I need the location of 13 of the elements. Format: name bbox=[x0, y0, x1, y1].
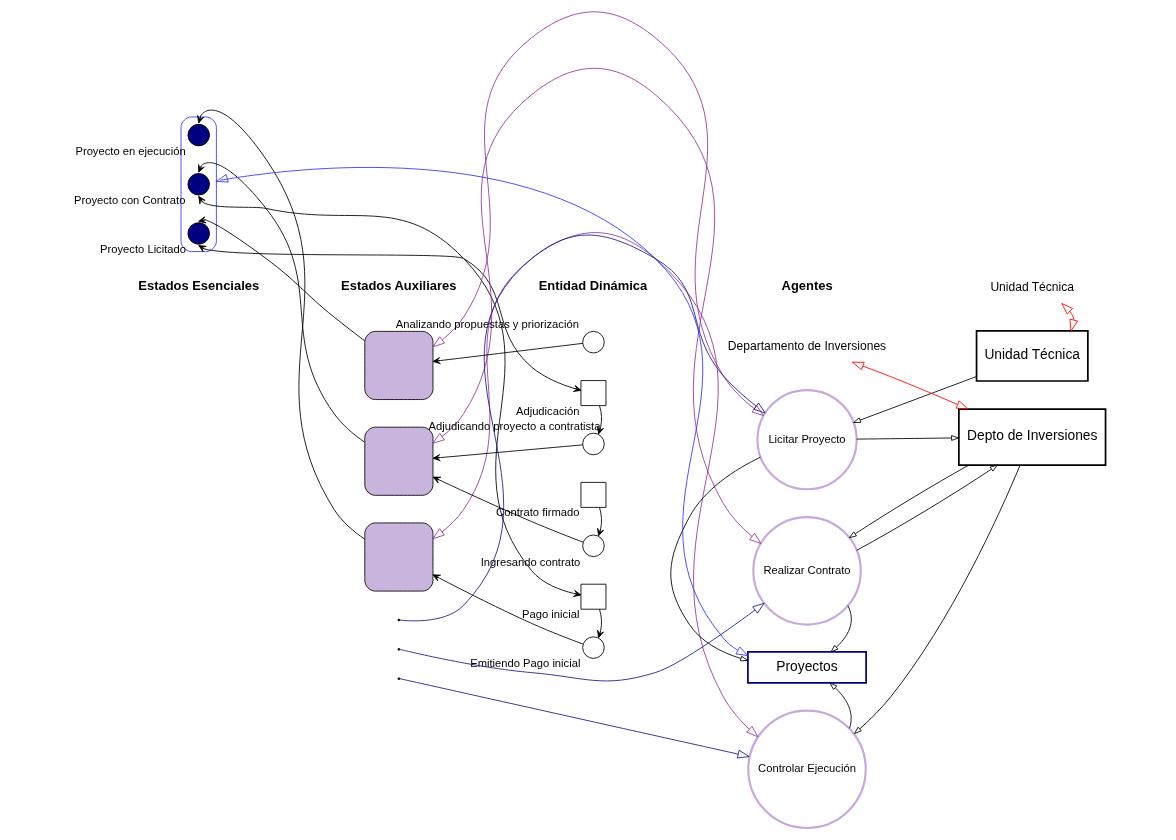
node-label: Proyecto con Contrato bbox=[73, 194, 185, 207]
node-label: Pago inicial bbox=[521, 608, 579, 621]
label: Estados Esenciales bbox=[137, 277, 259, 293]
label: Agentes bbox=[781, 277, 833, 293]
node-label: Adjudicación bbox=[515, 404, 579, 417]
node-text: Departamento de Inversiones bbox=[727, 338, 886, 353]
node-label: Proyecto Licitado bbox=[99, 243, 186, 256]
node-label: Proyecto en ejecución bbox=[74, 144, 186, 157]
node-label: Adjudicando proyecto a contratista bbox=[428, 420, 600, 433]
node-text: Unidad Técnica bbox=[989, 280, 1074, 294]
label: Entidad Dinámica bbox=[538, 277, 647, 293]
node-label: Emitiendo Pago inicial bbox=[469, 657, 580, 670]
label: Estados Auxiliares bbox=[340, 277, 456, 293]
